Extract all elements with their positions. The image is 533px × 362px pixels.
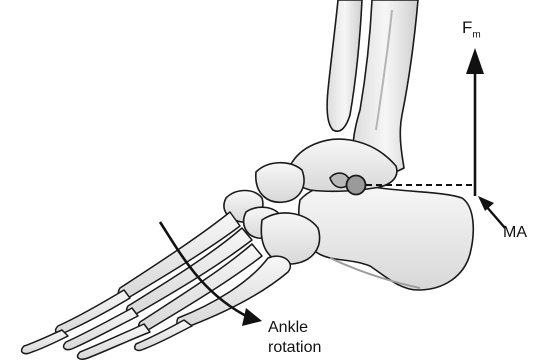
force-arrow-icon <box>466 48 484 196</box>
navicular-bone <box>256 163 304 203</box>
fibula-bone <box>327 0 362 131</box>
toe-phalanges-1 <box>56 290 130 334</box>
force-label: Fm <box>462 18 481 40</box>
circle-marker-icon <box>347 176 366 195</box>
ankle-rotation-label: Ankle rotation <box>268 318 321 358</box>
force-label-main: F <box>462 18 472 37</box>
ankle-rotation-line2: rotation <box>268 338 321 358</box>
force-label-sub: m <box>472 29 480 40</box>
calcaneus-bone <box>299 184 473 290</box>
hallux <box>22 330 68 354</box>
cuboid-bone <box>261 213 319 264</box>
hindfoot-bones <box>289 139 473 290</box>
moment-arm-label: MA <box>503 224 527 242</box>
arrow-pointer-icon <box>478 196 505 228</box>
ankle-rotation-line1: Ankle <box>268 318 321 338</box>
